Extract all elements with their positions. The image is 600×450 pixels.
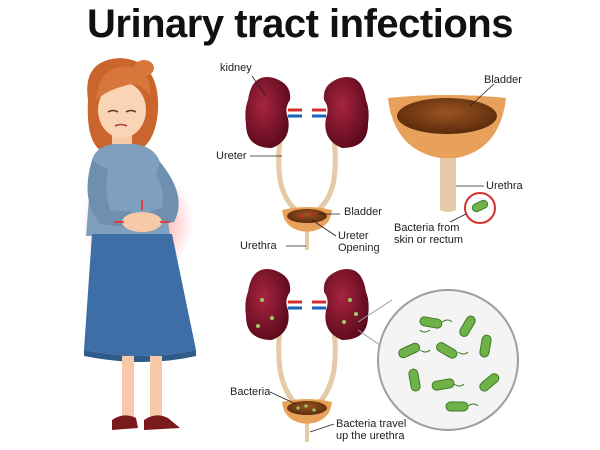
bacteria-magnified xyxy=(377,289,519,431)
label-ureter-opening-1: Ureter xyxy=(338,230,369,242)
label-bladder-large: Bladder xyxy=(484,74,522,86)
label-ureter-opening-2: Opening xyxy=(338,242,380,254)
label-kidney: kidney xyxy=(220,62,252,74)
woman-figure xyxy=(82,58,196,430)
urinary-system-infected xyxy=(245,268,393,442)
hair-front xyxy=(96,66,151,100)
label-ureter: Ureter xyxy=(216,150,247,162)
magnifier-circle xyxy=(377,289,519,431)
label-bacteria-source-1: Bacteria from xyxy=(394,222,460,234)
hands xyxy=(122,212,162,232)
page-title: Urinary tract infections xyxy=(87,2,513,46)
urinary-system-healthy xyxy=(245,75,369,250)
bladder-large-inner xyxy=(397,98,497,134)
skirt xyxy=(84,234,196,356)
left-leg xyxy=(122,356,134,418)
face xyxy=(98,82,146,138)
kidney-left-infected xyxy=(245,268,291,340)
left-arm xyxy=(87,160,156,230)
label-urethra-small: Urethra xyxy=(240,240,277,252)
right-arm xyxy=(143,162,179,226)
kidney-left xyxy=(245,76,291,148)
right-leg xyxy=(150,356,162,418)
label-bladder-small: Bladder xyxy=(344,206,382,218)
label-bacteria: Bacteria xyxy=(230,386,271,398)
right-shoe xyxy=(144,415,180,430)
label-urethra-large: Urethra xyxy=(486,180,523,192)
label-travel-2: up the urethra xyxy=(336,430,405,442)
bladder-detail xyxy=(388,83,506,224)
hair-bun xyxy=(134,60,154,76)
label-bacteria-source-2: skin or rectum xyxy=(394,234,464,246)
kidney-right-infected xyxy=(323,268,369,340)
kidney-right xyxy=(323,76,369,148)
label-travel-1: Bacteria travel xyxy=(336,418,407,430)
left-shoe xyxy=(112,415,138,430)
